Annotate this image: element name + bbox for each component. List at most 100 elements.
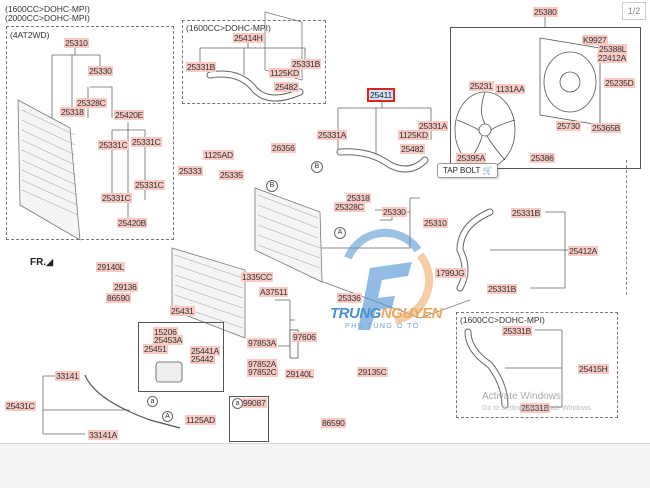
callout-b: B xyxy=(266,180,278,192)
part-label[interactable]: 22412A xyxy=(597,53,628,63)
part-label[interactable]: 97606 xyxy=(292,332,317,342)
part-label[interactable]: 1335CC xyxy=(241,272,273,282)
part-label[interactable]: 99087 xyxy=(242,398,267,408)
part-label[interactable]: 25328C xyxy=(76,98,107,108)
watermark-brand-a: TRUNG xyxy=(330,305,381,322)
part-label[interactable]: 25331B xyxy=(291,59,322,69)
part-label[interactable]: 25380 xyxy=(533,7,558,17)
part-label[interactable]: A37511 xyxy=(259,287,289,297)
part-label[interactable]: 25395A xyxy=(456,153,487,163)
part-label[interactable]: 25330 xyxy=(382,207,407,217)
selected-part-label[interactable]: 25411 xyxy=(366,88,396,102)
part-label[interactable]: 1125AD xyxy=(203,150,234,160)
part-label[interactable]: 25365B xyxy=(591,123,622,133)
part-label[interactable]: 97852C xyxy=(247,367,278,377)
callout-a: A xyxy=(334,227,346,239)
part-label[interactable]: 29135C xyxy=(357,367,388,377)
watermark-brand: TRUNGNGUYEN xyxy=(330,305,443,322)
part-label[interactable]: 25318 xyxy=(60,107,85,117)
part-label[interactable]: 1125KD xyxy=(398,130,429,140)
part-label[interactable]: 86590 xyxy=(321,418,346,428)
part-label[interactable]: 25420E xyxy=(114,110,145,120)
viewer-bottom-area xyxy=(0,443,650,488)
front-label-text: FR. xyxy=(30,257,47,268)
part-label[interactable]: 25431 xyxy=(170,306,195,316)
group-box-lower-hose xyxy=(456,312,618,418)
part-label[interactable]: 25415H xyxy=(578,364,609,374)
callout-a: A xyxy=(162,411,173,422)
group-box-99087 xyxy=(229,396,269,442)
part-label[interactable]: 25431C xyxy=(5,401,36,411)
part-label[interactable]: 33141 xyxy=(55,371,80,381)
part-label[interactable]: 25386 xyxy=(530,153,555,163)
part-label[interactable]: 25451 xyxy=(143,344,168,354)
part-label[interactable]: 25441A xyxy=(190,346,221,356)
tap-bolt-tooltip[interactable]: TAP BOLT 🛒 xyxy=(437,163,499,178)
part-label[interactable]: 25331A xyxy=(317,130,348,140)
part-label[interactable]: 97852A xyxy=(247,359,278,369)
part-label[interactable]: 25388L xyxy=(598,44,628,54)
part-label[interactable]: K9927 xyxy=(582,35,608,45)
group-box-reservoir xyxy=(138,322,224,392)
part-label[interactable]: 25331A xyxy=(418,121,449,131)
part-label[interactable]: 29140L xyxy=(96,262,126,272)
part-label[interactable]: 97853A xyxy=(247,338,278,348)
part-label[interactable]: 26356 xyxy=(271,143,296,153)
part-label[interactable]: 25331B xyxy=(520,403,551,413)
right-border xyxy=(626,160,628,295)
cart-icon[interactable]: 🛒 xyxy=(482,166,493,175)
part-label[interactable]: 29140L xyxy=(285,369,315,379)
group-title-4at2wd: (4AT2WD) xyxy=(10,30,50,40)
part-label[interactable]: 25328C xyxy=(334,202,365,212)
part-label[interactable]: 86590 xyxy=(106,293,131,303)
part-label[interactable]: 25310 xyxy=(64,38,89,48)
part-label[interactable]: 25331C xyxy=(101,193,132,203)
activate-windows-title: Activate Windows xyxy=(482,391,561,402)
part-label[interactable]: 25412A xyxy=(568,246,599,256)
part-label[interactable]: 33141A xyxy=(88,430,119,440)
part-label[interactable]: 25453A xyxy=(153,335,184,345)
group-box-4at2wd xyxy=(6,26,174,240)
part-label[interactable]: 1125KD xyxy=(269,68,300,78)
part-label[interactable]: 25310 xyxy=(423,218,448,228)
front-arrow-icon: ◢ xyxy=(46,257,54,267)
part-label[interactable]: 25235D xyxy=(604,78,635,88)
part-label[interactable]: 25330 xyxy=(88,66,113,76)
activate-windows-subtitle: Go to Settings to activate Windows. xyxy=(482,405,593,412)
callout-a-small: a xyxy=(232,398,243,409)
part-label[interactable]: 29136 xyxy=(113,282,138,292)
part-label[interactable]: 25318 xyxy=(346,193,371,203)
page-indicator[interactable]: 1/2 xyxy=(622,2,646,20)
part-label[interactable]: 1131AA xyxy=(495,84,526,94)
part-label[interactable]: 25331B xyxy=(186,62,217,72)
engine-note-2: (2000CC>DOHC-MPI) xyxy=(5,13,90,23)
part-label[interactable]: 15206 xyxy=(153,327,178,337)
watermark-brand-b: NGUYEN xyxy=(380,305,443,322)
part-label[interactable]: 25331B xyxy=(502,326,533,336)
part-label[interactable]: 25331C xyxy=(134,180,165,190)
part-label[interactable]: 25335 xyxy=(219,170,244,180)
part-label[interactable]: 1799JG xyxy=(435,268,466,278)
part-label[interactable]: 25730 xyxy=(556,121,581,131)
callout-a-small: a xyxy=(147,396,158,407)
part-label[interactable]: 25420B xyxy=(117,218,148,228)
part-label[interactable]: 1125AD xyxy=(185,415,216,425)
watermark-subtitle: PHỤ TÙNG Ô TÔ xyxy=(345,323,420,330)
engine-note-1: (1600CC>DOHC-MPI) xyxy=(5,4,90,14)
part-label[interactable]: 25333 xyxy=(178,166,203,176)
tooltip-label: TAP BOLT xyxy=(443,166,481,175)
group-box-upper-hose xyxy=(182,20,326,104)
part-label[interactable]: 25442 xyxy=(190,354,215,364)
part-label[interactable]: 25331B xyxy=(511,208,542,218)
part-label[interactable]: 25482 xyxy=(274,82,299,92)
part-label[interactable]: 25336 xyxy=(337,293,362,303)
part-label[interactable]: 25331C xyxy=(98,140,129,150)
part-label[interactable]: 25414H xyxy=(233,33,264,43)
group-box-fan xyxy=(450,27,641,169)
group-title-lower-hose: (1600CC>DOHC-MPI) xyxy=(460,315,545,325)
part-label[interactable]: 25482 xyxy=(400,144,425,154)
part-label[interactable]: 25231 xyxy=(469,81,494,91)
part-label[interactable]: 25331B xyxy=(487,284,518,294)
part-label[interactable]: 25331C xyxy=(131,137,162,147)
